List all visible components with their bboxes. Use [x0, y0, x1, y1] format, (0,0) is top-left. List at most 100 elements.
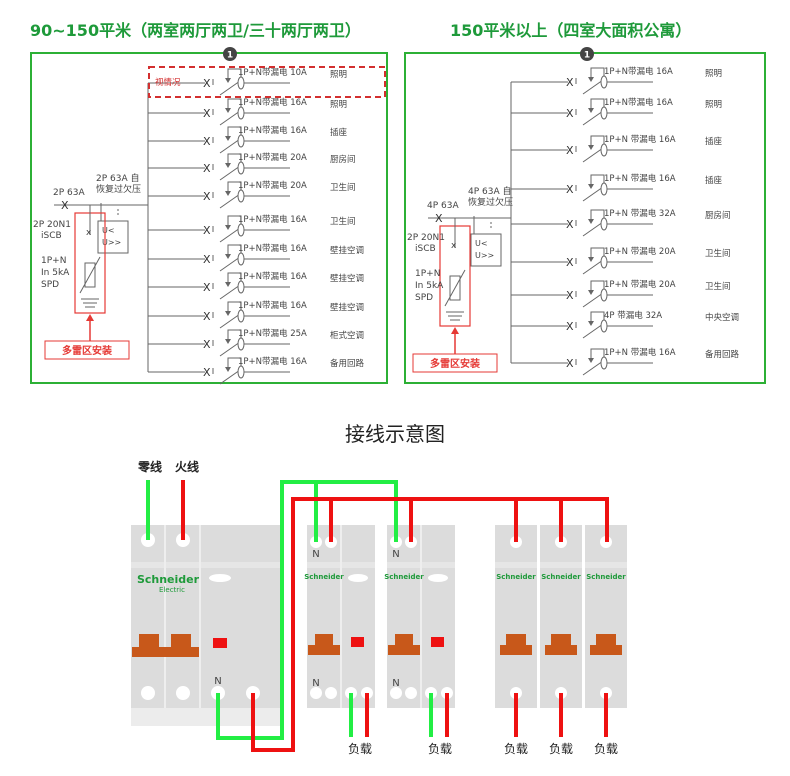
left-panel-title: 90~150平米（两室两厅两卫/三十两厅两卫）: [30, 21, 361, 40]
brand-logo: Schneider: [137, 573, 200, 586]
install-note: 多雷区安装: [62, 344, 112, 357]
switch-contact: [582, 323, 604, 339]
breaker-x-icon: X: [203, 366, 211, 379]
main-breaker-label: 2P 63A: [53, 188, 85, 198]
branch-spec: 1P+N 带漏电 16A: [604, 347, 676, 358]
relay-label: U>>: [475, 251, 494, 260]
breaker-handle: [545, 645, 577, 655]
branch-use: 卫生间: [330, 216, 356, 227]
switch-contact: [582, 292, 604, 308]
breaker-handle: [506, 634, 526, 646]
spd-label: In 5kA: [41, 268, 70, 278]
relay-label: U<: [475, 239, 488, 248]
module-band: [495, 562, 537, 568]
rcd-loop: [227, 181, 242, 193]
branch-spec: 1P+N 带漏电 20A: [604, 279, 676, 290]
switch-contact: [582, 79, 604, 95]
indicator-window: [209, 574, 231, 582]
branch-use: 壁挂空调: [330, 245, 364, 256]
branch-use: 卫生间: [705, 281, 731, 292]
branch-spec: 1P+N带漏电 20A: [238, 180, 307, 191]
rcd-arrow-icon: [225, 311, 231, 316]
brand-logo-sub: Electric: [159, 586, 185, 594]
switch-contact: [219, 313, 241, 329]
load-label: 负载: [428, 742, 452, 756]
branch-spec: 1P+N带漏电 16A: [604, 66, 673, 77]
branch-spec: 1P+N 带漏电 16A: [604, 134, 676, 145]
rcd-arrow-icon: [588, 321, 594, 326]
rcd-coil: [237, 280, 245, 294]
rcd-coil: [600, 106, 608, 120]
rcd-loop: [590, 98, 605, 110]
branch-use: 中央空调: [705, 312, 739, 323]
rcd-loop: [590, 135, 605, 147]
brand-logo: Schneider: [586, 573, 626, 581]
load-label: 负载: [504, 742, 528, 756]
varistor-slash: [79, 256, 101, 294]
rcd-loop: [590, 209, 605, 221]
rcd-coil: [237, 365, 245, 379]
rcd-loop: [227, 126, 242, 138]
main-breaker-x-icon: X: [61, 199, 69, 212]
live-label: 火线: [175, 459, 199, 474]
brand-logo: Schneider: [304, 573, 344, 581]
branch-use: 备用回路: [705, 349, 740, 360]
breaker-x-icon: X: [203, 338, 211, 351]
module-layout: SchneiderElectricNSchneiderNNSchneiderNN…: [131, 525, 627, 726]
terminal: [141, 686, 155, 700]
branch-spec: 1P+N带漏电 16A: [238, 97, 307, 108]
rcd-arrow-icon: [588, 257, 594, 262]
neutral-mark: N: [312, 678, 319, 689]
breaker-handle: [308, 645, 340, 655]
rcd-loop: [590, 174, 605, 186]
rcd-arrow-icon: [225, 108, 231, 113]
switch-contact: [219, 110, 241, 126]
rcd-loop: [590, 348, 605, 360]
switch-contact: [582, 186, 604, 202]
voltage-relay-box: [470, 233, 502, 267]
module-band: [585, 562, 627, 568]
rcd-loop: [227, 329, 242, 341]
rcd-coil: [237, 252, 245, 266]
load-label: 负载: [594, 742, 618, 756]
rcd-coil: [237, 337, 245, 351]
neutral-label: 零线: [137, 459, 162, 474]
rcd-coil: [600, 255, 608, 269]
live-bus-wire: [251, 497, 609, 752]
install-note-box: [412, 353, 498, 373]
breaker-handle: [590, 645, 622, 655]
breaker-x-icon: X: [203, 253, 211, 266]
breaker-x-icon: X: [203, 135, 211, 148]
rcd-coil: [600, 356, 608, 370]
breaker-x-icon: X: [203, 77, 211, 90]
wiring-caption: 接线示意图: [345, 422, 445, 446]
breaker-x-icon: X: [566, 76, 574, 89]
spd-label: SPD: [415, 293, 433, 303]
branch-spec: 1P+N带漏电 10A: [238, 67, 307, 78]
breaker-x-icon: X: [203, 281, 211, 294]
breaker-x-icon: X: [566, 183, 574, 196]
module-body: [585, 525, 627, 708]
iscb-label: 2P 20N1: [33, 220, 71, 230]
switch-contact: [219, 256, 241, 272]
rcd-arrow-icon: [588, 290, 594, 295]
iscb-label: iSCB: [415, 244, 436, 254]
branch-spec: 1P+N带漏电 16A: [238, 271, 307, 282]
branch-spec: 1P+N 带漏电 16A: [604, 173, 676, 184]
switch-contact: [219, 165, 241, 181]
branch-use: 备用回路: [330, 358, 365, 369]
rcd-coil: [237, 134, 245, 148]
iscb-label: 2P 20N1: [407, 233, 445, 243]
breaker-handle: [171, 634, 191, 648]
protector-label: 4P 63A 自: [468, 185, 511, 197]
